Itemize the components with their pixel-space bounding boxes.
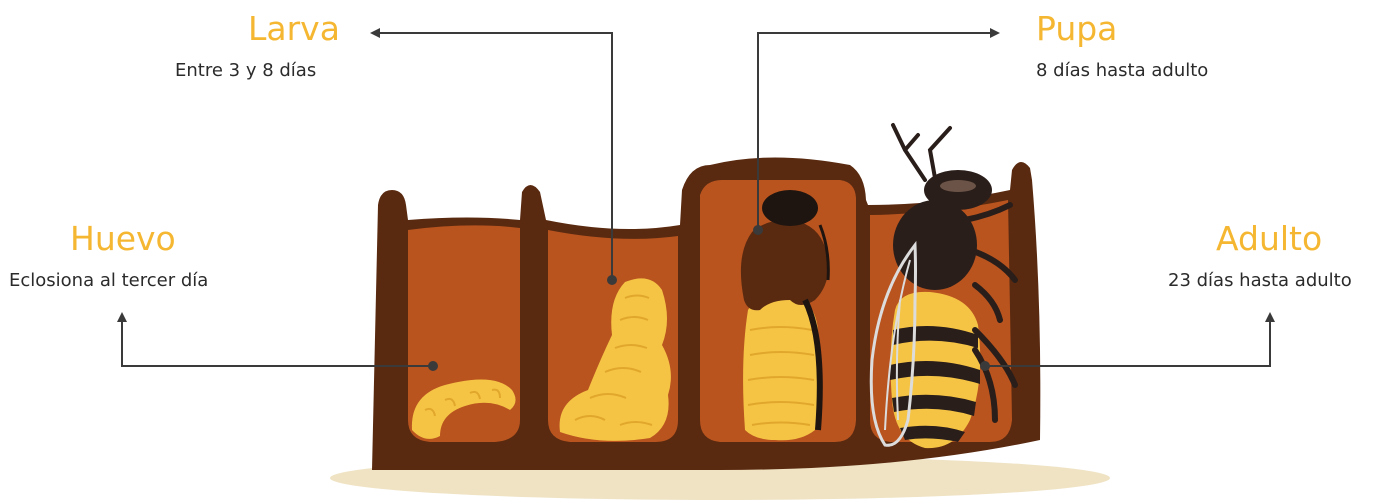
dot-pupa xyxy=(753,225,763,235)
dot-adulto xyxy=(980,361,990,371)
arrow-larva-icon xyxy=(370,28,380,38)
arrow-adulto-icon xyxy=(1265,312,1275,322)
arrow-pupa-icon xyxy=(990,28,1000,38)
dot-huevo xyxy=(428,361,438,371)
dot-larva xyxy=(607,275,617,285)
arrow-huevo-icon xyxy=(117,312,127,322)
